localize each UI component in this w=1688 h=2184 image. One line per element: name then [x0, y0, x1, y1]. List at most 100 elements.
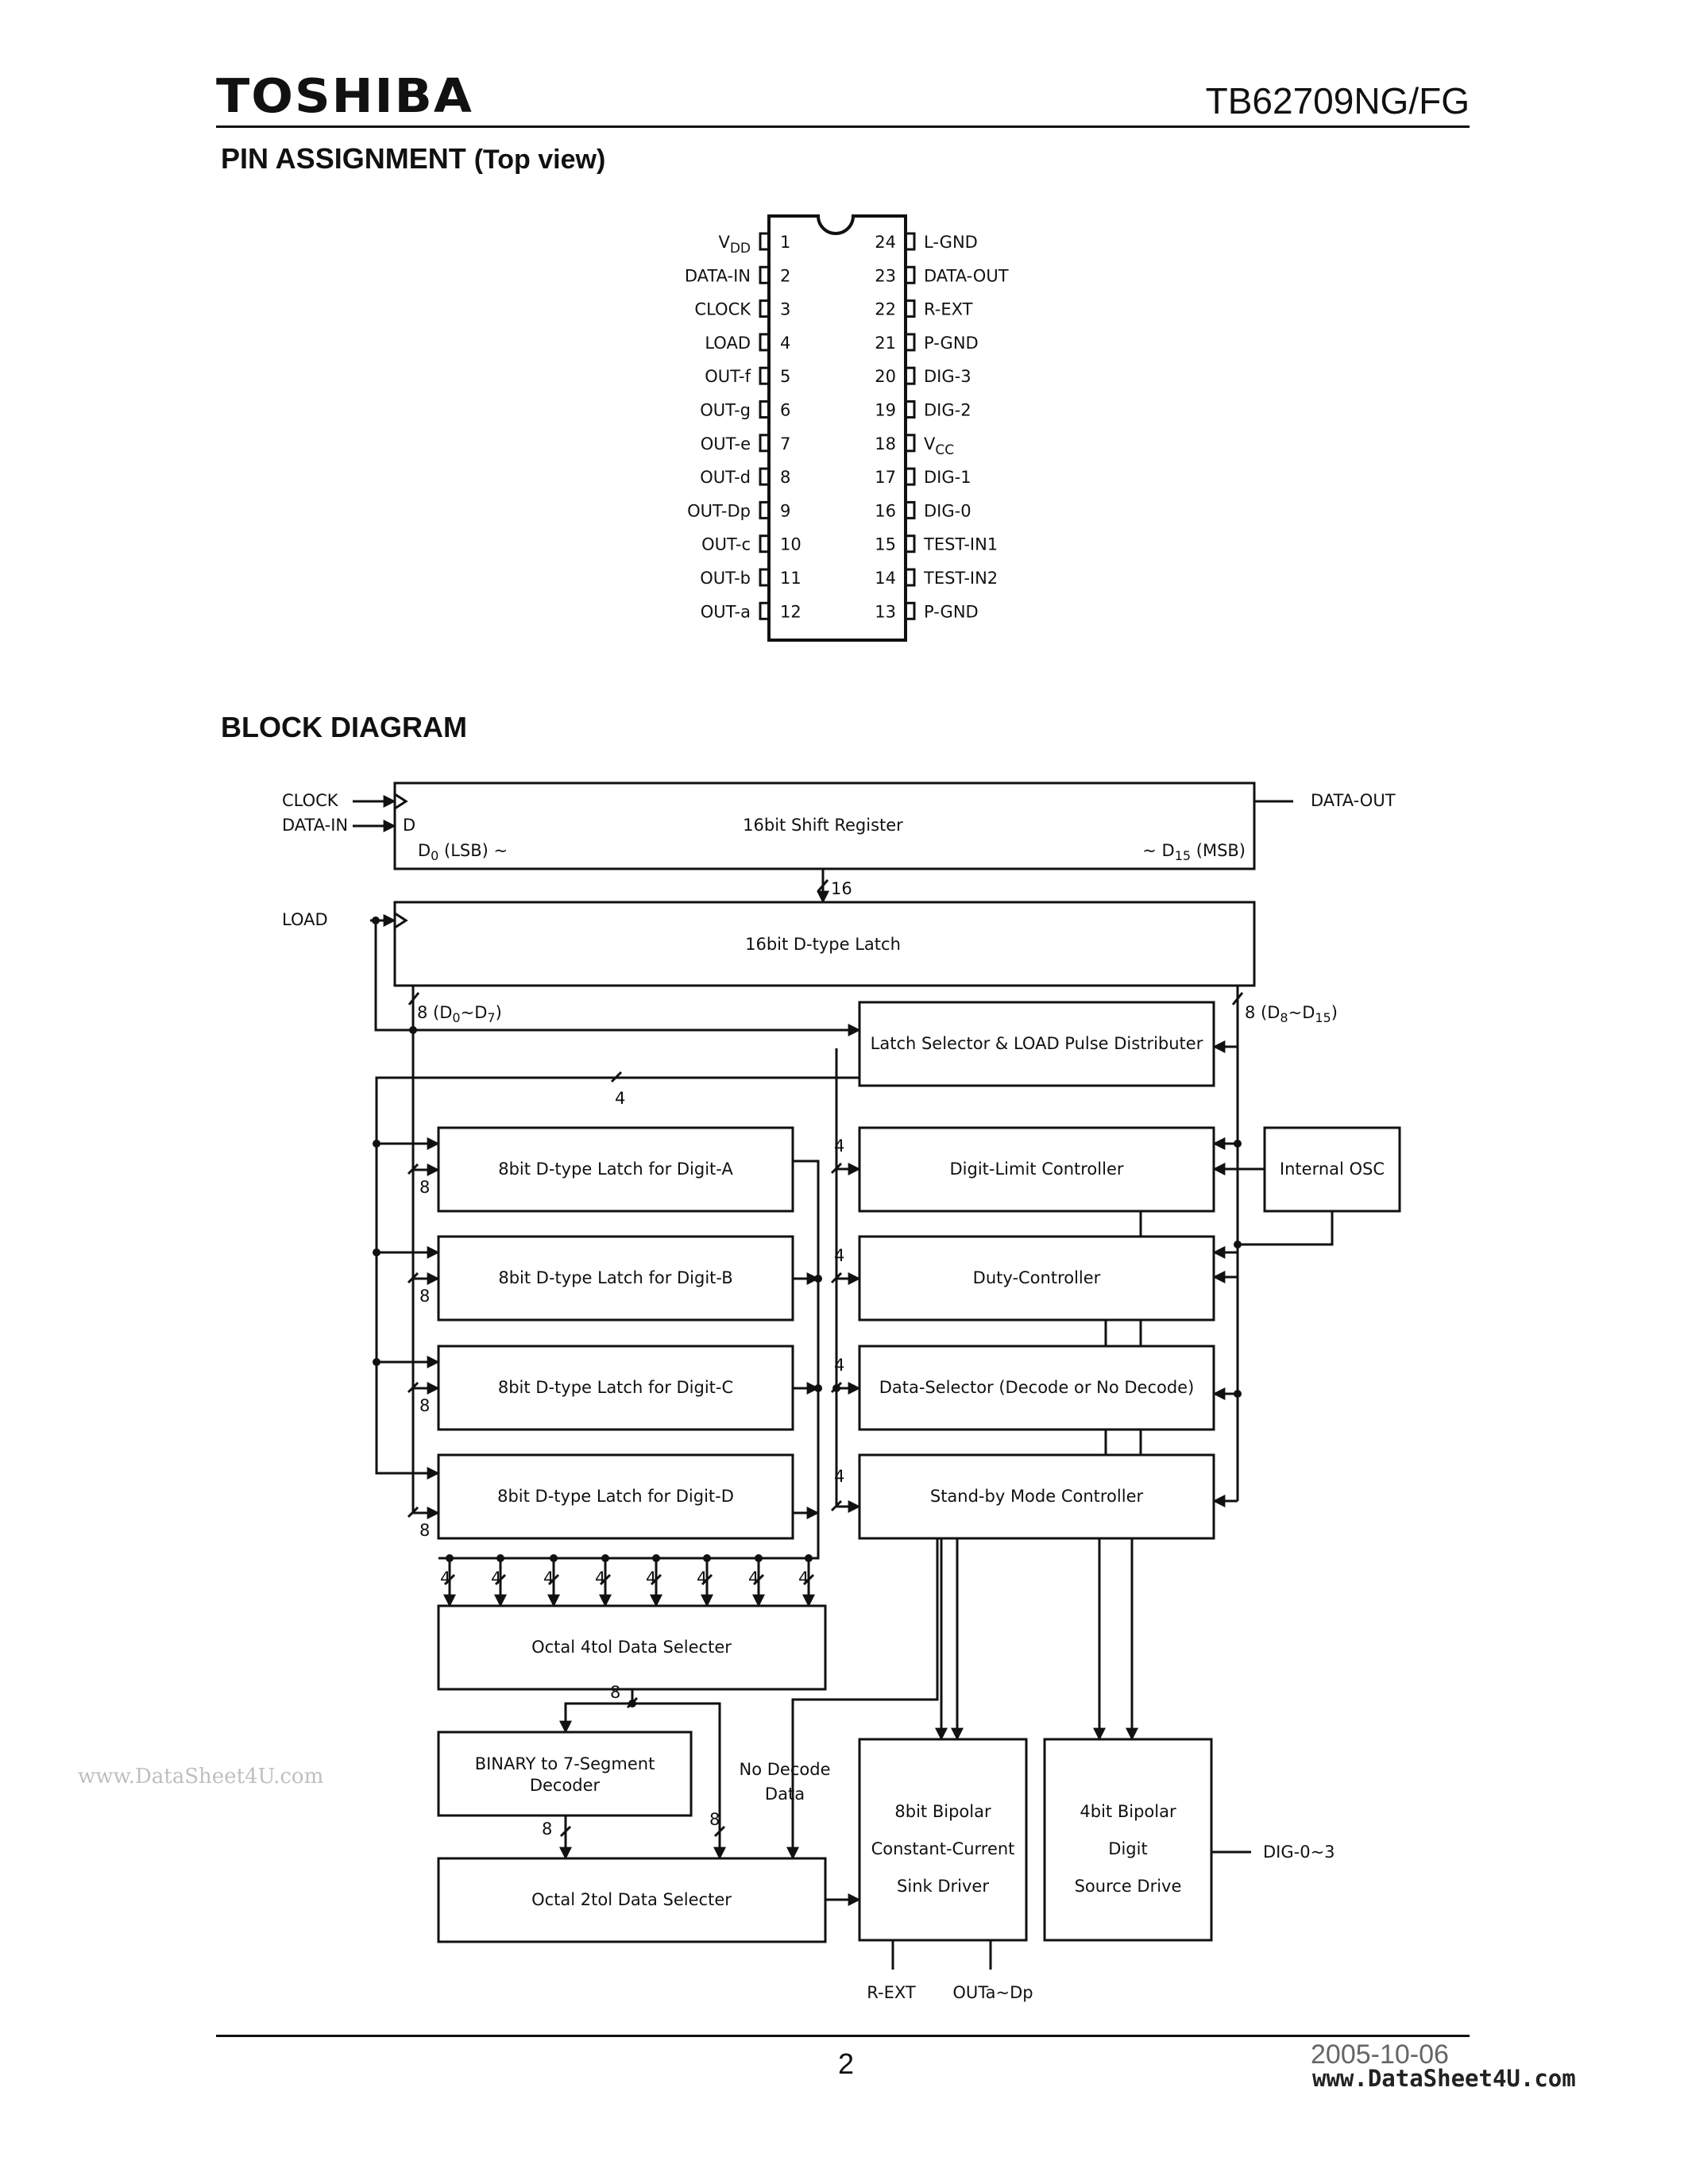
bus-8-c-label: 8: [419, 1396, 430, 1415]
pin-14-number: 14: [875, 569, 896, 588]
pin-23-name: DATA-OUT: [924, 266, 1009, 285]
sink-label-3: Sink Driver: [897, 1877, 989, 1896]
pin-2-lead: [759, 265, 771, 284]
latch-selector-label: Latch Selector & LOAD Pulse Distributer: [871, 1034, 1203, 1053]
pin-22-name: R-EXT: [924, 300, 973, 319]
toshiba-logo: TOSHIBA: [216, 68, 473, 124]
pin-16-name: DIG-0: [924, 501, 971, 520]
latch-b-label: 8bit D-type Latch for Digit-B: [498, 1268, 732, 1287]
no-decode-label-2: Data: [765, 1785, 805, 1804]
pin-4-lead: [759, 333, 771, 352]
decoder-label-1: BINARY to 7-Segment: [475, 1754, 655, 1773]
pin-18-number: 18: [875, 434, 896, 453]
pin-4-name: LOAD: [705, 334, 751, 353]
bus-8-a-label: 8: [419, 1178, 430, 1197]
bus-4-selector-label: 4: [615, 1089, 625, 1108]
decoder-label-2: Decoder: [530, 1776, 601, 1795]
source-label-1: 4bit Bipolar: [1080, 1802, 1176, 1821]
pin-17-number: 17: [875, 468, 896, 487]
pin-24-number: 24: [875, 233, 896, 252]
pin-16-lead: [904, 500, 916, 519]
pin-3-lead: [759, 299, 771, 318]
decoder-box: [437, 1731, 693, 1817]
bus-16-label: 16: [831, 879, 852, 898]
pin-5-name: OUT-f: [705, 367, 751, 386]
pin-11-lead: [759, 568, 771, 587]
ic-package-outline: [767, 214, 907, 642]
clock-edge-marker: [394, 793, 408, 810]
block-diagram: CLOCK DATA-IN D DATA-OUT LOAD 16bit Shif…: [282, 781, 1401, 2002]
pin-assignment-heading: PIN ASSIGNMENT: [221, 142, 466, 175]
sink-label-2: Constant-Current: [871, 1839, 1015, 1858]
no-decode-label-1: No Decode: [740, 1760, 831, 1779]
bus-4-2-label: 4: [491, 1569, 501, 1588]
pin-5-lead: [759, 366, 771, 385]
internal-osc-label: Internal OSC: [1280, 1160, 1385, 1179]
bus-4-8-label: 4: [798, 1569, 809, 1588]
block-diagram-title: BLOCK DIAGRAM: [221, 711, 467, 743]
pin-9-name: OUT-Dp: [687, 501, 751, 520]
latch16-label: 16bit D-type Latch: [745, 935, 901, 954]
pin-19-number: 19: [875, 401, 896, 420]
pin-3-name: CLOCK: [694, 300, 751, 319]
clock-label: CLOCK: [282, 791, 339, 810]
pin-12-number: 12: [780, 602, 802, 621]
pin-21-number: 21: [875, 334, 896, 353]
bus-4-7-label: 4: [748, 1569, 759, 1588]
revision-date: 2005-10-06: [1311, 2039, 1449, 2070]
pin-17-name: DIG-1: [924, 468, 971, 487]
bus-d8-d15-label: 8 (D8~D15): [1245, 1003, 1338, 1025]
pin-8-number: 8: [780, 468, 790, 487]
pin-2-name: DATA-IN: [685, 266, 751, 285]
bus-4-3-label: 4: [543, 1569, 554, 1588]
pin-6-lead: [759, 400, 771, 419]
bus-8-raw-label: 8: [709, 1810, 720, 1829]
pin-10-lead: [759, 534, 771, 554]
bus-8-b-label: 8: [419, 1287, 430, 1306]
pin-8-lead: [759, 467, 771, 486]
bus-4-4-label: 4: [595, 1569, 605, 1588]
latch-d-label: 8bit D-type Latch for Digit-D: [497, 1487, 734, 1506]
bus-8-d-label: 8: [419, 1521, 430, 1540]
page-number: 2: [838, 2047, 855, 2080]
pin-23-lead: [904, 265, 916, 284]
pin-1-lead: [759, 232, 771, 251]
pin-15-name: TEST-IN1: [923, 535, 998, 554]
pin-17-lead: [904, 467, 916, 486]
bus-4-5-label: 4: [646, 1569, 656, 1588]
pin-20-number: 20: [875, 367, 896, 386]
bus-4-dl-label: 4: [834, 1136, 844, 1156]
pin-20-name: DIG-3: [924, 367, 971, 386]
pin-21-lead: [904, 333, 916, 352]
bus-4-duty-label: 4: [834, 1246, 844, 1265]
data-selector-label: Data-Selector (Decode or No Decode): [879, 1378, 1195, 1397]
pin-6-number: 6: [780, 401, 790, 420]
standby-label: Stand-by Mode Controller: [930, 1487, 1144, 1506]
pin-7-number: 7: [780, 434, 790, 453]
pin-15-number: 15: [875, 535, 896, 554]
pin-13-lead: [904, 601, 916, 620]
bus-d0-d7-label: 8 (D0~D7): [417, 1003, 502, 1025]
pin-9-lead: [759, 500, 771, 519]
pin-24-lead: [904, 232, 916, 251]
pin-24-name: L-GND: [924, 233, 978, 252]
pin-14-name: TEST-IN2: [923, 569, 998, 588]
pin-22-number: 22: [875, 300, 896, 319]
pin-23-number: 23: [875, 266, 896, 285]
sink-label-1: 8bit Bipolar: [894, 1802, 991, 1821]
pin-12-lead: [759, 601, 771, 620]
pin-11-name: OUT-b: [700, 569, 751, 588]
out-a-dp-label: OUTa~Dp: [952, 1983, 1033, 2002]
bus-4-6-label: 4: [697, 1569, 707, 1588]
pin-18-name: VCC: [924, 434, 954, 458]
d15-msb-label: ~ D15 (MSB): [1142, 841, 1246, 863]
d-input-label: D: [403, 816, 415, 835]
load-label: LOAD: [282, 910, 328, 929]
latch-c-label: 8bit D-type Latch for Digit-C: [498, 1378, 733, 1397]
duty-label: Duty-Controller: [973, 1268, 1101, 1287]
pin-3-number: 3: [780, 300, 790, 319]
bus-8-out-label: 8: [610, 1683, 620, 1702]
pin-assignment-diagram: 1VDD2DATA-IN3CLOCK4LOAD5OUT-f6OUT-g7OUT-…: [685, 214, 1009, 642]
dig-output-label: DIG-0~3: [1263, 1843, 1335, 1862]
watermark-right: www.DataSheet4U.com: [1312, 2065, 1576, 2092]
